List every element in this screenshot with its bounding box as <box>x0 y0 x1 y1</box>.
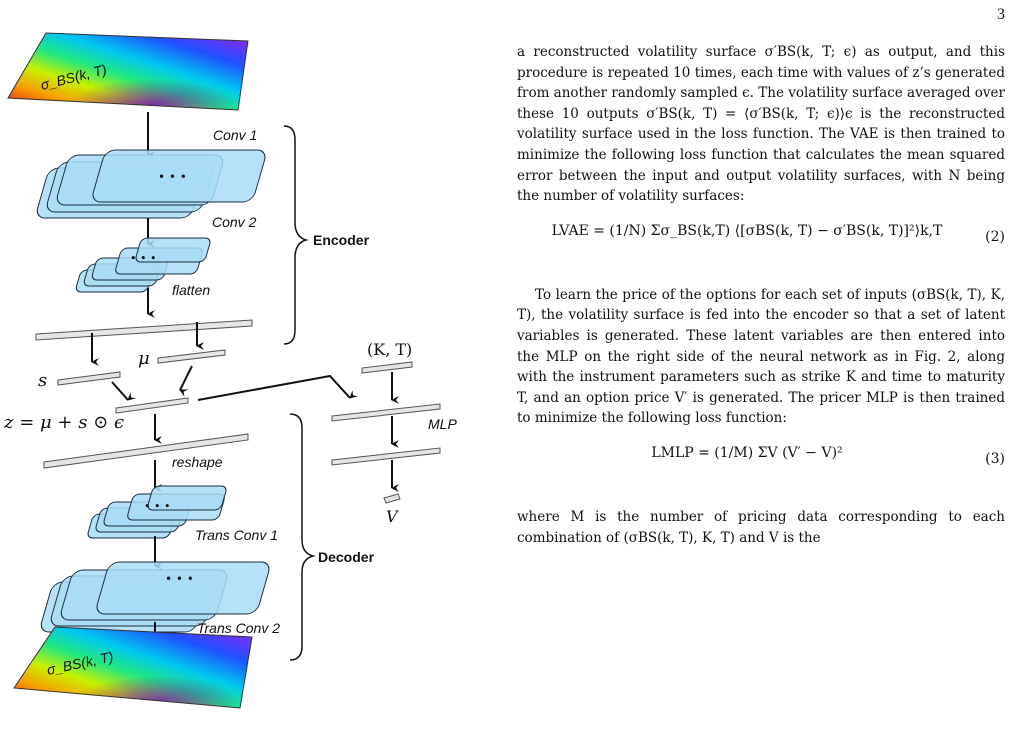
trans-conv1-label: Trans Conv 1 <box>195 527 278 543</box>
conv1-feature-maps <box>36 149 266 219</box>
kt-vector <box>361 361 413 374</box>
arrow-z-to-mlp <box>197 374 358 401</box>
encoder-brace <box>283 125 309 345</box>
mlp-hidden-layer <box>331 447 441 466</box>
v-label: V <box>386 507 399 526</box>
equation-3: LMLP = (1/M) ΣV (V′ − V)² (3) <box>517 429 1005 489</box>
paragraph-3: where M is the number of pricing data co… <box>517 508 1005 546</box>
z-vector <box>115 397 189 414</box>
equation-2-number: (2) <box>985 228 1005 245</box>
conv2-label: Conv 2 <box>212 214 257 230</box>
equation-3-body: LMLP = (1/M) ΣV (V′ − V)² <box>651 444 843 461</box>
conv2-dots: • • • <box>130 252 156 265</box>
conv1-dots: • • • <box>158 170 187 184</box>
mlp-label: MLP <box>428 416 457 432</box>
arrow-mu-to-z <box>179 365 193 397</box>
input-volatility-surface: σ_BS(k, T) <box>7 32 249 111</box>
encoder-label: Encoder <box>313 232 370 248</box>
page-number: 3 <box>997 6 1005 23</box>
reshape-label: reshape <box>172 454 223 470</box>
paragraph-1: a reconstructed volatility surface σ′BS(… <box>517 44 1005 205</box>
mu-label: μ <box>138 348 150 369</box>
trans-conv2-label: Trans Conv 2 <box>197 620 280 636</box>
mlp-output-node <box>383 493 401 504</box>
vae-architecture-diagram: σ_BS(k, T) • • • Conv 1 • • • Conv 2 fla… <box>3 32 457 709</box>
flatten-vector <box>35 319 253 341</box>
arrow-s-to-z <box>111 381 136 401</box>
trans-conv2-dots: • • • <box>165 572 194 586</box>
trans-conv2-feature-maps <box>40 561 270 633</box>
flatten-label: flatten <box>172 282 210 298</box>
equation-2-body: LVAE = (1/N) Σσ_BS(k,T) ⟨[σBS(k, T) − σ′… <box>551 222 943 239</box>
decoder-brace <box>289 413 316 661</box>
mu-vector <box>157 349 226 364</box>
decoder-label: Decoder <box>318 549 375 565</box>
kt-label: (K, T) <box>367 340 412 359</box>
paragraph-2: To learn the price of the options for ea… <box>517 286 1005 427</box>
s-vector <box>57 371 121 386</box>
conv2-feature-maps <box>75 237 211 293</box>
equation-3-number: (3) <box>985 450 1005 467</box>
z-equation-label: z = μ + s ⊙ ϵ <box>3 412 124 433</box>
output-volatility-surface: σ_BS(k, T) <box>13 626 253 709</box>
mlp-input-layer <box>331 403 441 422</box>
s-label: s <box>38 370 47 391</box>
conv1-label: Conv 1 <box>213 127 257 143</box>
trans-conv1-dots: • • • <box>144 500 170 513</box>
decoder-dense-vector <box>43 433 249 469</box>
paper-text-column: a reconstructed volatility surface σ′BS(… <box>517 42 1005 548</box>
trans-conv1-feature-maps <box>87 485 227 539</box>
equation-2: LVAE = (1/N) Σσ_BS(k,T) ⟨[σBS(k, T) − σ′… <box>517 207 1005 267</box>
